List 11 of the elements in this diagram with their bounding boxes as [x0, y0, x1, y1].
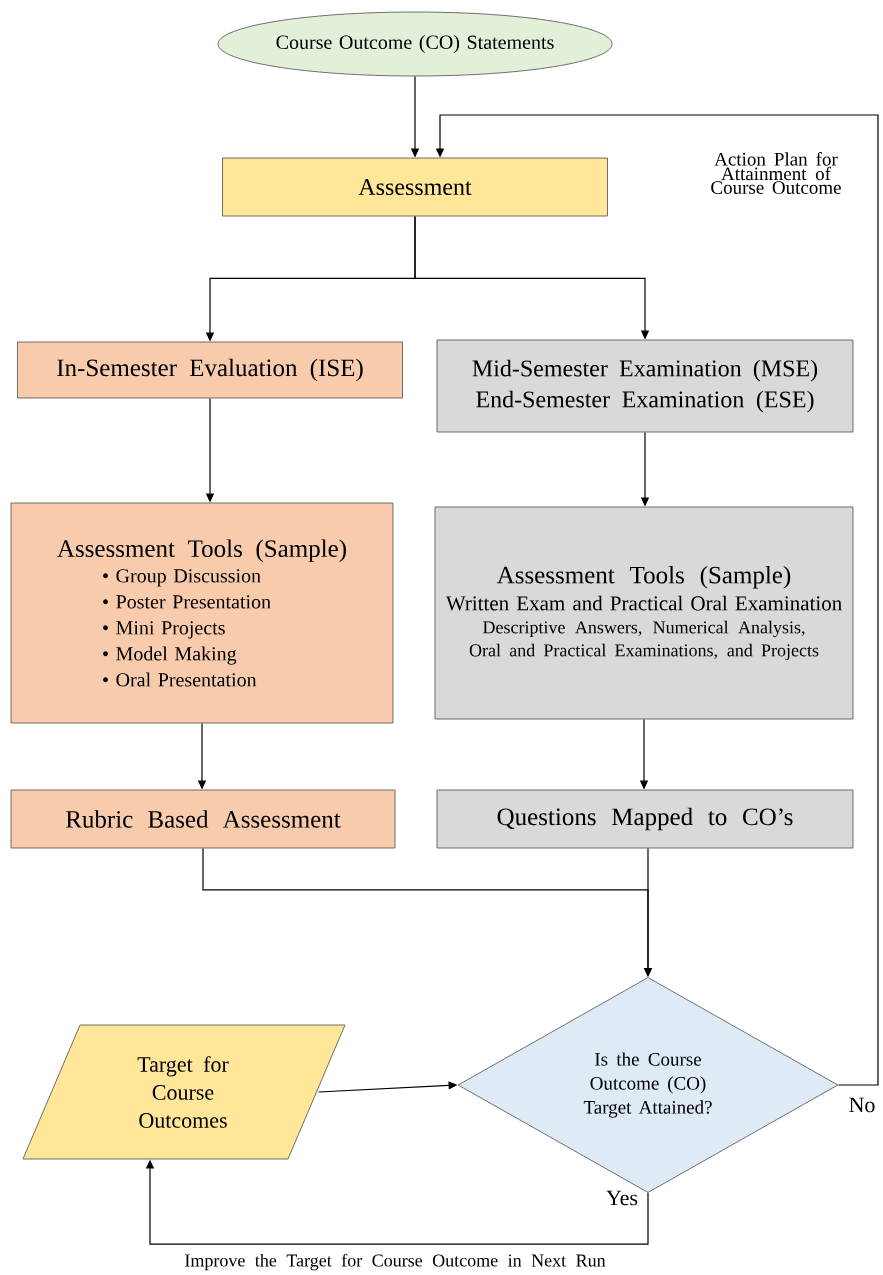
process-box: Assessment	[222, 157, 608, 217]
note-text: Action Plan for Attainment of Course Outcome	[711, 152, 841, 194]
process-box: Assessment Tools (Sample) • Group Discussion • Poster Presentation • Mini Projects • Model Making • Oral Presentation	[10, 502, 394, 724]
note-text: Improve the Target for Course Outcome in Next Run	[185, 1253, 606, 1271]
process-box: Rubric Based Assessment	[10, 789, 396, 849]
edge-label: No	[847, 1096, 877, 1114]
input-parallelogram: Target for Course Outcomes	[22, 1024, 346, 1160]
process-box: Mid-Semester Examination (MSE) End-Semester Examination (ESE)	[436, 339, 854, 433]
process-box: Assessment Tools (Sample) Written Exam and Practical Oral Examination Descriptive Answers, Numerical Analysis, Oral and Practical Examinations, and Projects	[434, 506, 854, 720]
process-box: In-Semester Evaluation (ISE)	[17, 341, 403, 399]
process-box: Questions Mapped to CO’s	[436, 789, 854, 849]
